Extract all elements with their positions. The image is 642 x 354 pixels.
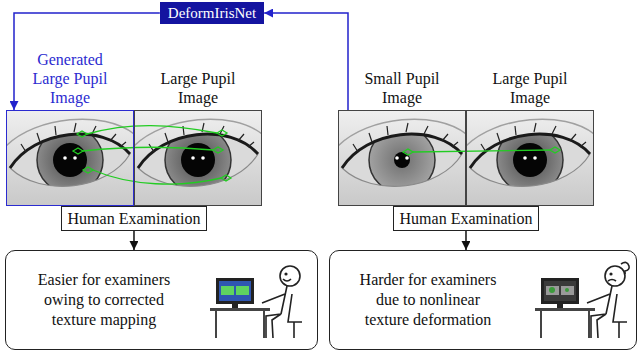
- connector-arrow: [264, 13, 348, 110]
- texture-patch: [73, 148, 83, 154]
- process-box: Human Examination: [393, 206, 540, 231]
- network-box: DeformIrisNet: [160, 2, 264, 24]
- eye-photo: [466, 110, 594, 206]
- image-frame: Large Pupil Image: [466, 110, 594, 206]
- skin: [6, 110, 134, 206]
- outcome-box: Harder for examiners due to nonlinear te…: [329, 250, 637, 350]
- examiner-icon: [535, 262, 629, 338]
- image-frame: Generated Large Pupil Image: [6, 110, 134, 206]
- highlight: [523, 156, 527, 160]
- connector-arrow: [465, 231, 467, 250]
- texture-patch: [83, 167, 93, 173]
- process-label: Human Examination: [68, 209, 201, 228]
- iris: [165, 127, 231, 193]
- eyelashes: [353, 123, 458, 152]
- lower-lid: [470, 154, 590, 186]
- texture-correspondence: [73, 126, 560, 184]
- connector-arrow: [14, 13, 160, 110]
- network-label: DeformIrisNet: [168, 4, 256, 22]
- pupil: [53, 143, 87, 177]
- highlight: [533, 156, 537, 160]
- match-line: [83, 147, 213, 151]
- eye-photo: [134, 110, 262, 206]
- image-caption: Generated Large Pupil Image: [24, 50, 116, 107]
- highlight: [73, 156, 77, 160]
- match-line: [87, 126, 217, 134]
- skin: [466, 110, 594, 206]
- highlight: [201, 156, 205, 160]
- eyelashes: [481, 123, 586, 152]
- texture-patch: [213, 147, 223, 153]
- lower-lid: [10, 154, 130, 186]
- pupil: [513, 143, 547, 177]
- lower-lid: [138, 154, 258, 186]
- eye-photo: [6, 110, 134, 206]
- process-box: Human Examination: [61, 206, 208, 231]
- texture-patch: [217, 130, 227, 136]
- match-line: [93, 170, 221, 184]
- image-caption: Large Pupil Image: [152, 69, 244, 107]
- connector-arrow: [133, 231, 135, 250]
- match-line: [413, 150, 550, 152]
- outcome-text: Easier for examiners owing to corrected …: [30, 270, 178, 330]
- examiner-icon: [210, 266, 302, 338]
- eye-photo: [338, 110, 466, 206]
- highlight: [191, 156, 195, 160]
- texture-patch: [550, 147, 560, 153]
- lower-lid: [342, 154, 462, 186]
- highlight: [395, 156, 399, 160]
- image-frame: Small Pupil Image: [338, 110, 466, 206]
- texture-patch: [403, 149, 413, 155]
- image-caption: Small Pupil Image: [356, 69, 448, 107]
- skin: [338, 110, 466, 206]
- eyelashes: [21, 123, 126, 152]
- iris: [369, 127, 435, 193]
- texture-patch: [221, 175, 231, 181]
- process-label: Human Examination: [400, 209, 533, 228]
- texture-patch: [77, 131, 87, 137]
- highlight: [63, 156, 67, 160]
- skin: [134, 110, 262, 206]
- image-frame: Large Pupil Image: [134, 110, 262, 206]
- highlight: [405, 156, 409, 160]
- outcome-box: Easier for examiners owing to corrected …: [5, 250, 318, 350]
- iris: [37, 127, 103, 193]
- outcome-text: Harder for examiners due to nonlinear te…: [354, 270, 502, 330]
- image-caption: Large Pupil Image: [484, 69, 576, 107]
- iris: [497, 127, 563, 193]
